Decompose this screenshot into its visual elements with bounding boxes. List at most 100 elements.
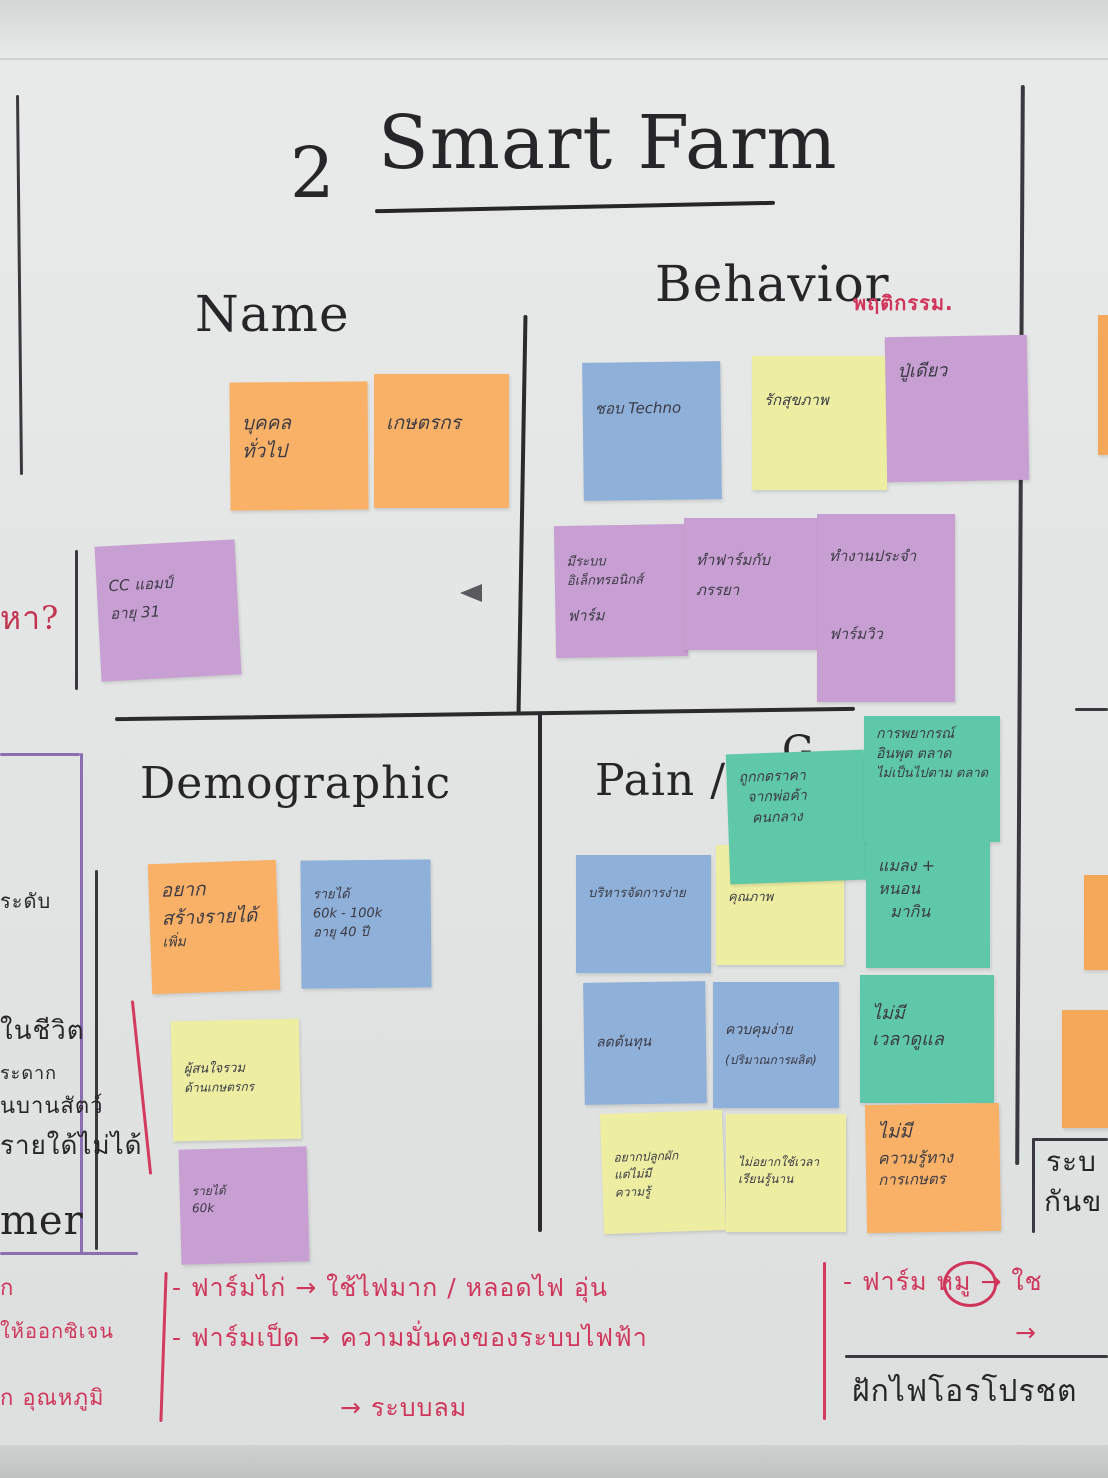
left-edge-text: ก: [0, 1276, 15, 1301]
note-text: ภรรยา: [696, 580, 740, 599]
note-text: อายุ 40 ปี: [313, 924, 369, 941]
sticky-note: ทำงานประจำ ฟาร์มวิว: [817, 514, 955, 702]
left-edge-text: นบานสัตว์: [0, 1094, 104, 1119]
sticky-note: อยาก สร้างรายได้ เพิ่ม: [147, 859, 281, 995]
note-text: 60k - 100k: [312, 905, 383, 922]
left-edge-text: ระดาก: [0, 1063, 58, 1084]
note-text: อินพุต ตลาด: [876, 746, 952, 763]
sticky-note: ผู้สนใจรวม ด้านเกษตรกร: [170, 1018, 302, 1142]
sticky-note: CC แอมป์ อายุ 31: [94, 539, 242, 682]
purple-box-right: [80, 753, 83, 1253]
note-text: ควบคุมง่าย: [725, 1022, 793, 1038]
note-text: อยาก: [160, 878, 206, 902]
left-lower-line: [95, 870, 98, 1250]
left-edge-text: ก อุณหภูมิ: [0, 1386, 105, 1411]
note-text: ความรู้ทาง: [877, 1147, 954, 1168]
note-text: ความรู้: [614, 1184, 651, 1200]
sticky-note: ไม่มี เวลาดูแล: [860, 975, 994, 1103]
bottom-right-line: [845, 1355, 1108, 1358]
right-edge-text: กันข: [1044, 1185, 1103, 1218]
vertical-divider-lower: [538, 712, 542, 1232]
note-text: มีระบบอิเล็กทรอนิกส์: [566, 554, 644, 589]
sticky-note: อยากปลูกผัก แต่ไม่มี ความรู้: [599, 1109, 727, 1235]
sticky-note-partial: [1098, 315, 1108, 455]
sticky-note: การพยากรณ์ อินพุต ตลาด ไม่เป็นไปตาม ตลาด: [864, 716, 1000, 842]
note-text: คุณภาพ: [728, 890, 774, 905]
purple-box-top: [0, 753, 80, 756]
note-text: แมลง +: [878, 856, 935, 875]
heading-behavior-thai: พฤติกรรม.: [853, 291, 954, 315]
sticky-note: ไม่อยากใช้เวลา เรียนรู้นาน: [726, 1114, 846, 1232]
note-text: ไม่มี: [877, 1120, 913, 1143]
left-edge-text: รายใด้ไม่ได้: [0, 1131, 143, 1161]
sticky-note: รักสุขภาพ: [752, 356, 887, 490]
sticky-note: ถูกกดราคา จากพ่อค้า คนกลาง: [725, 749, 869, 885]
pink-divider: [159, 1271, 168, 1423]
note-text: (ปริมาณการผลิต): [725, 1053, 817, 1068]
note-text: บริหารจัดการง่าย: [588, 886, 686, 901]
bottom-note-text: → ระบบลม: [340, 1393, 468, 1422]
note-text: ฟาร์ม: [567, 605, 605, 625]
note-text: คนกลาง: [751, 808, 803, 827]
note-text: รักสุขภาพ: [764, 391, 829, 409]
note-text: เพิ่ม: [162, 934, 187, 951]
bottom-note-text: - ฟาร์ม หมู → ใช: [843, 1267, 1043, 1296]
left-edge-text: ให้ออกซิเจน: [0, 1319, 114, 1343]
arrow-pointer-icon: [460, 584, 482, 602]
heading-demographic: Demographic: [140, 758, 452, 809]
note-text: ชอบ Techno: [594, 398, 682, 418]
note-text: อายุ 31: [109, 602, 161, 623]
pink-right-divider: [823, 1262, 826, 1420]
bottom-note-text: →: [1015, 1318, 1037, 1347]
note-text: การพยากรณ์: [876, 726, 955, 742]
sticky-note: มีระบบอิเล็กทรอนิกส์ ฟาร์ม: [553, 523, 689, 659]
right-edge-text: ระบ: [1046, 1145, 1097, 1178]
heading-pain: Pain /: [595, 755, 727, 806]
sticky-note: ปู่เดียว: [884, 334, 1030, 483]
note-text: ไม่เป็นไปตาม ตลาด: [876, 765, 989, 781]
whiteboard-top-frame: [0, 0, 1108, 60]
note-text: ฟาร์มวิว: [829, 624, 883, 643]
sticky-note: รายได้ 60k - 100k อายุ 40 ปี: [300, 859, 432, 989]
sticky-note: ลดต้นทุน: [583, 981, 707, 1105]
left-edge-text: หา?: [0, 599, 60, 637]
note-text: หนอน: [878, 879, 921, 899]
note-text: เกษตรกร: [386, 412, 461, 434]
whiteboard-bottom-frame: [0, 1445, 1108, 1478]
note-text: ทั่วไป: [241, 439, 287, 463]
left-border-line: [16, 94, 23, 476]
horizontal-divider: [115, 706, 855, 722]
board-number: 2: [290, 132, 336, 214]
sticky-note: รายได้ 60k: [178, 1146, 310, 1265]
bottom-note-text: - ฟาร์มไก่ → ใช้ไฟมาก / หลอดไฟ อุ่น: [172, 1273, 608, 1302]
right-border-line: [1015, 84, 1025, 1166]
sticky-note: ชอบ Techno: [582, 361, 722, 501]
note-text: บุคคล: [241, 412, 292, 435]
note-text: ปู่เดียว: [897, 360, 948, 383]
sticky-note: แมลง + หนอน มากิน: [866, 840, 990, 968]
note-text: มากิน: [890, 902, 931, 922]
sticky-note: บริหารจัดการง่าย: [576, 855, 711, 973]
right-stub-line: [1075, 708, 1108, 711]
note-text: ไม่มี: [872, 1003, 905, 1024]
board-title: Smart Farm: [378, 100, 838, 186]
note-text: CC แอมป์: [108, 573, 173, 596]
note-text: เรียนรู้นาน: [738, 1172, 794, 1187]
note-text: ลดต้นทุน: [595, 1033, 652, 1051]
note-text: ไม่อยากใช้เวลา: [738, 1155, 820, 1169]
sticky-note: ทำฟาร์มกับ ภรรยา: [684, 518, 818, 650]
bottom-note-text: - ฟาร์มเป็ด → ความมั่นคงของระบบไฟฟ้า: [172, 1323, 648, 1352]
note-text: ผู้สนใจรวม: [183, 1060, 246, 1078]
left-column-line: [75, 550, 78, 690]
purple-box-bottom: [0, 1252, 138, 1255]
vertical-divider: [516, 314, 528, 716]
note-text: 60k: [191, 1201, 215, 1216]
heading-name: Name: [195, 285, 350, 343]
note-text: ทำฟาร์มกับ: [696, 551, 770, 569]
note-text: ด้านเกษตรกร: [184, 1079, 255, 1095]
sticky-note: เกษตรกร: [374, 374, 509, 508]
sticky-note: บุคคล ทั่วไป: [229, 381, 369, 511]
title-underline: [375, 200, 775, 214]
right-box-top: [1032, 1138, 1108, 1141]
